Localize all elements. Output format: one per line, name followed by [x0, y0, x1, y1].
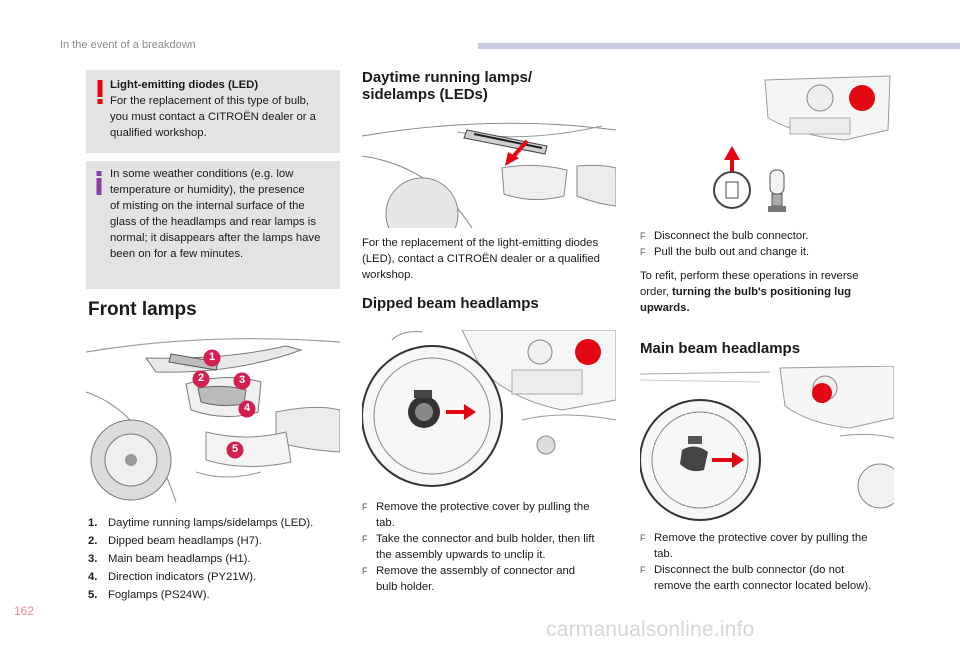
info-line: In some weather conditions (e.g. low — [110, 168, 294, 180]
front-lamps-list: 1.Daytime running lamps/sidelamps (LED).… — [88, 514, 348, 604]
refit-text: To refit, perform these operations in re… — [640, 270, 859, 314]
list-item: 1.Daytime running lamps/sidelamps (LED). — [88, 517, 314, 529]
bulb-illustration — [640, 70, 894, 220]
drl-title: Daytime running lamps/ sidelamps (LEDs) — [362, 69, 533, 103]
header-bar — [478, 43, 960, 49]
watermark: carmanualsonline.info — [546, 618, 755, 641]
list-item: 5.Foglamps (PS24W). — [88, 589, 210, 601]
warning-box: Light-emitting diodes (LED) For the repl… — [86, 70, 340, 153]
page-number: 162 — [14, 604, 35, 618]
info-line: of misting on the internal surface of th… — [110, 200, 305, 212]
section-header: In the event of a breakdown — [60, 39, 196, 51]
info-box: In some weather conditions (e.g. low tem… — [86, 161, 340, 289]
list-item: 2.Dipped beam headlamps (H7). — [88, 535, 262, 547]
main-beam-illustration — [640, 366, 894, 526]
info-icon — [95, 171, 103, 195]
drl-text: For the replacement of the light-emittin… — [362, 237, 600, 281]
callout-5: 5 — [226, 441, 244, 459]
warning-line: qualified workshop. — [110, 127, 207, 139]
callout-4: 4 — [238, 400, 256, 418]
list-item: 3.Main beam headlamps (H1). — [88, 553, 251, 565]
dipped-title: Dipped beam headlamps — [362, 295, 539, 312]
info-line: been on for a few minutes. — [110, 248, 244, 260]
warning-line: For the replacement of this type of bulb… — [110, 95, 310, 107]
front-lamps-illustration: 1 2 3 4 5 — [86, 332, 340, 504]
warning-icon — [96, 80, 104, 104]
callout-1: 1 — [203, 349, 221, 367]
drl-illustration — [362, 116, 616, 228]
front-lamps-title: Front lamps — [88, 299, 197, 320]
callout-2: 2 — [192, 370, 210, 388]
list-item: 4.Direction indicators (PY21W). — [88, 571, 257, 583]
callout-3: 3 — [233, 372, 251, 390]
main-beam-title: Main beam headlamps — [640, 340, 801, 357]
info-line: glass of the headlamps and rear lamps is — [110, 216, 316, 228]
warning-title: Light-emitting diodes (LED) — [110, 79, 259, 91]
info-line: temperature or humidity), the presence — [110, 184, 305, 196]
warning-line: you must contact a CITROËN dealer or a — [110, 111, 316, 123]
dipped-illustration — [362, 330, 616, 490]
info-line: normal; it disappears after the lamps ha… — [110, 232, 321, 244]
